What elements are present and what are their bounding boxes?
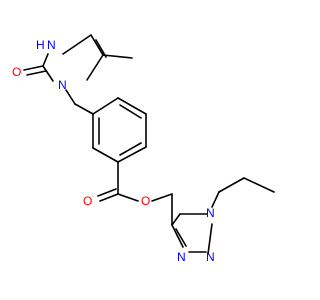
bond (86, 54, 104, 81)
bond (102, 54, 133, 59)
bond (23, 65, 44, 71)
bond (117, 193, 139, 202)
bond (62, 34, 92, 55)
atom-label-oxygen: O (83, 194, 92, 208)
atom-label-oxygen: O (12, 65, 21, 79)
atom-label-nitrogen: N (58, 78, 67, 92)
bonds (23, 34, 275, 255)
atom-label-nitrogen: N (206, 206, 215, 220)
bond (97, 188, 117, 197)
bond (119, 104, 142, 119)
bond (74, 103, 94, 115)
bond (218, 177, 245, 193)
bond (119, 142, 142, 156)
atom-label-nitrogen: N (47, 38, 56, 52)
atom-labels: H N O N O O N N N (12, 38, 215, 264)
bond (171, 213, 181, 226)
bond (92, 147, 119, 163)
structure-svg: H N O N O O N N N (12, 34, 275, 264)
bond (26, 70, 47, 76)
bond (243, 177, 275, 193)
atom-label-hydrogen: H (36, 38, 45, 52)
bond (42, 53, 49, 67)
bond (99, 193, 119, 202)
atom-label-nitrogen: N (177, 250, 186, 264)
bond (117, 97, 147, 115)
bond (90, 34, 104, 56)
bond (151, 193, 173, 202)
bond (175, 228, 187, 247)
bond (95, 39, 107, 58)
bond (65, 89, 76, 105)
bond (92, 97, 119, 115)
bond (207, 223, 213, 255)
bond (171, 224, 184, 248)
molecule-diagram: H N O N O O N N N (12, 34, 275, 264)
bond (117, 146, 147, 163)
bond (42, 65, 54, 82)
atom-label-nitrogen: N (206, 250, 215, 264)
atom-label-oxygen: O (141, 194, 150, 208)
bond (211, 191, 220, 208)
